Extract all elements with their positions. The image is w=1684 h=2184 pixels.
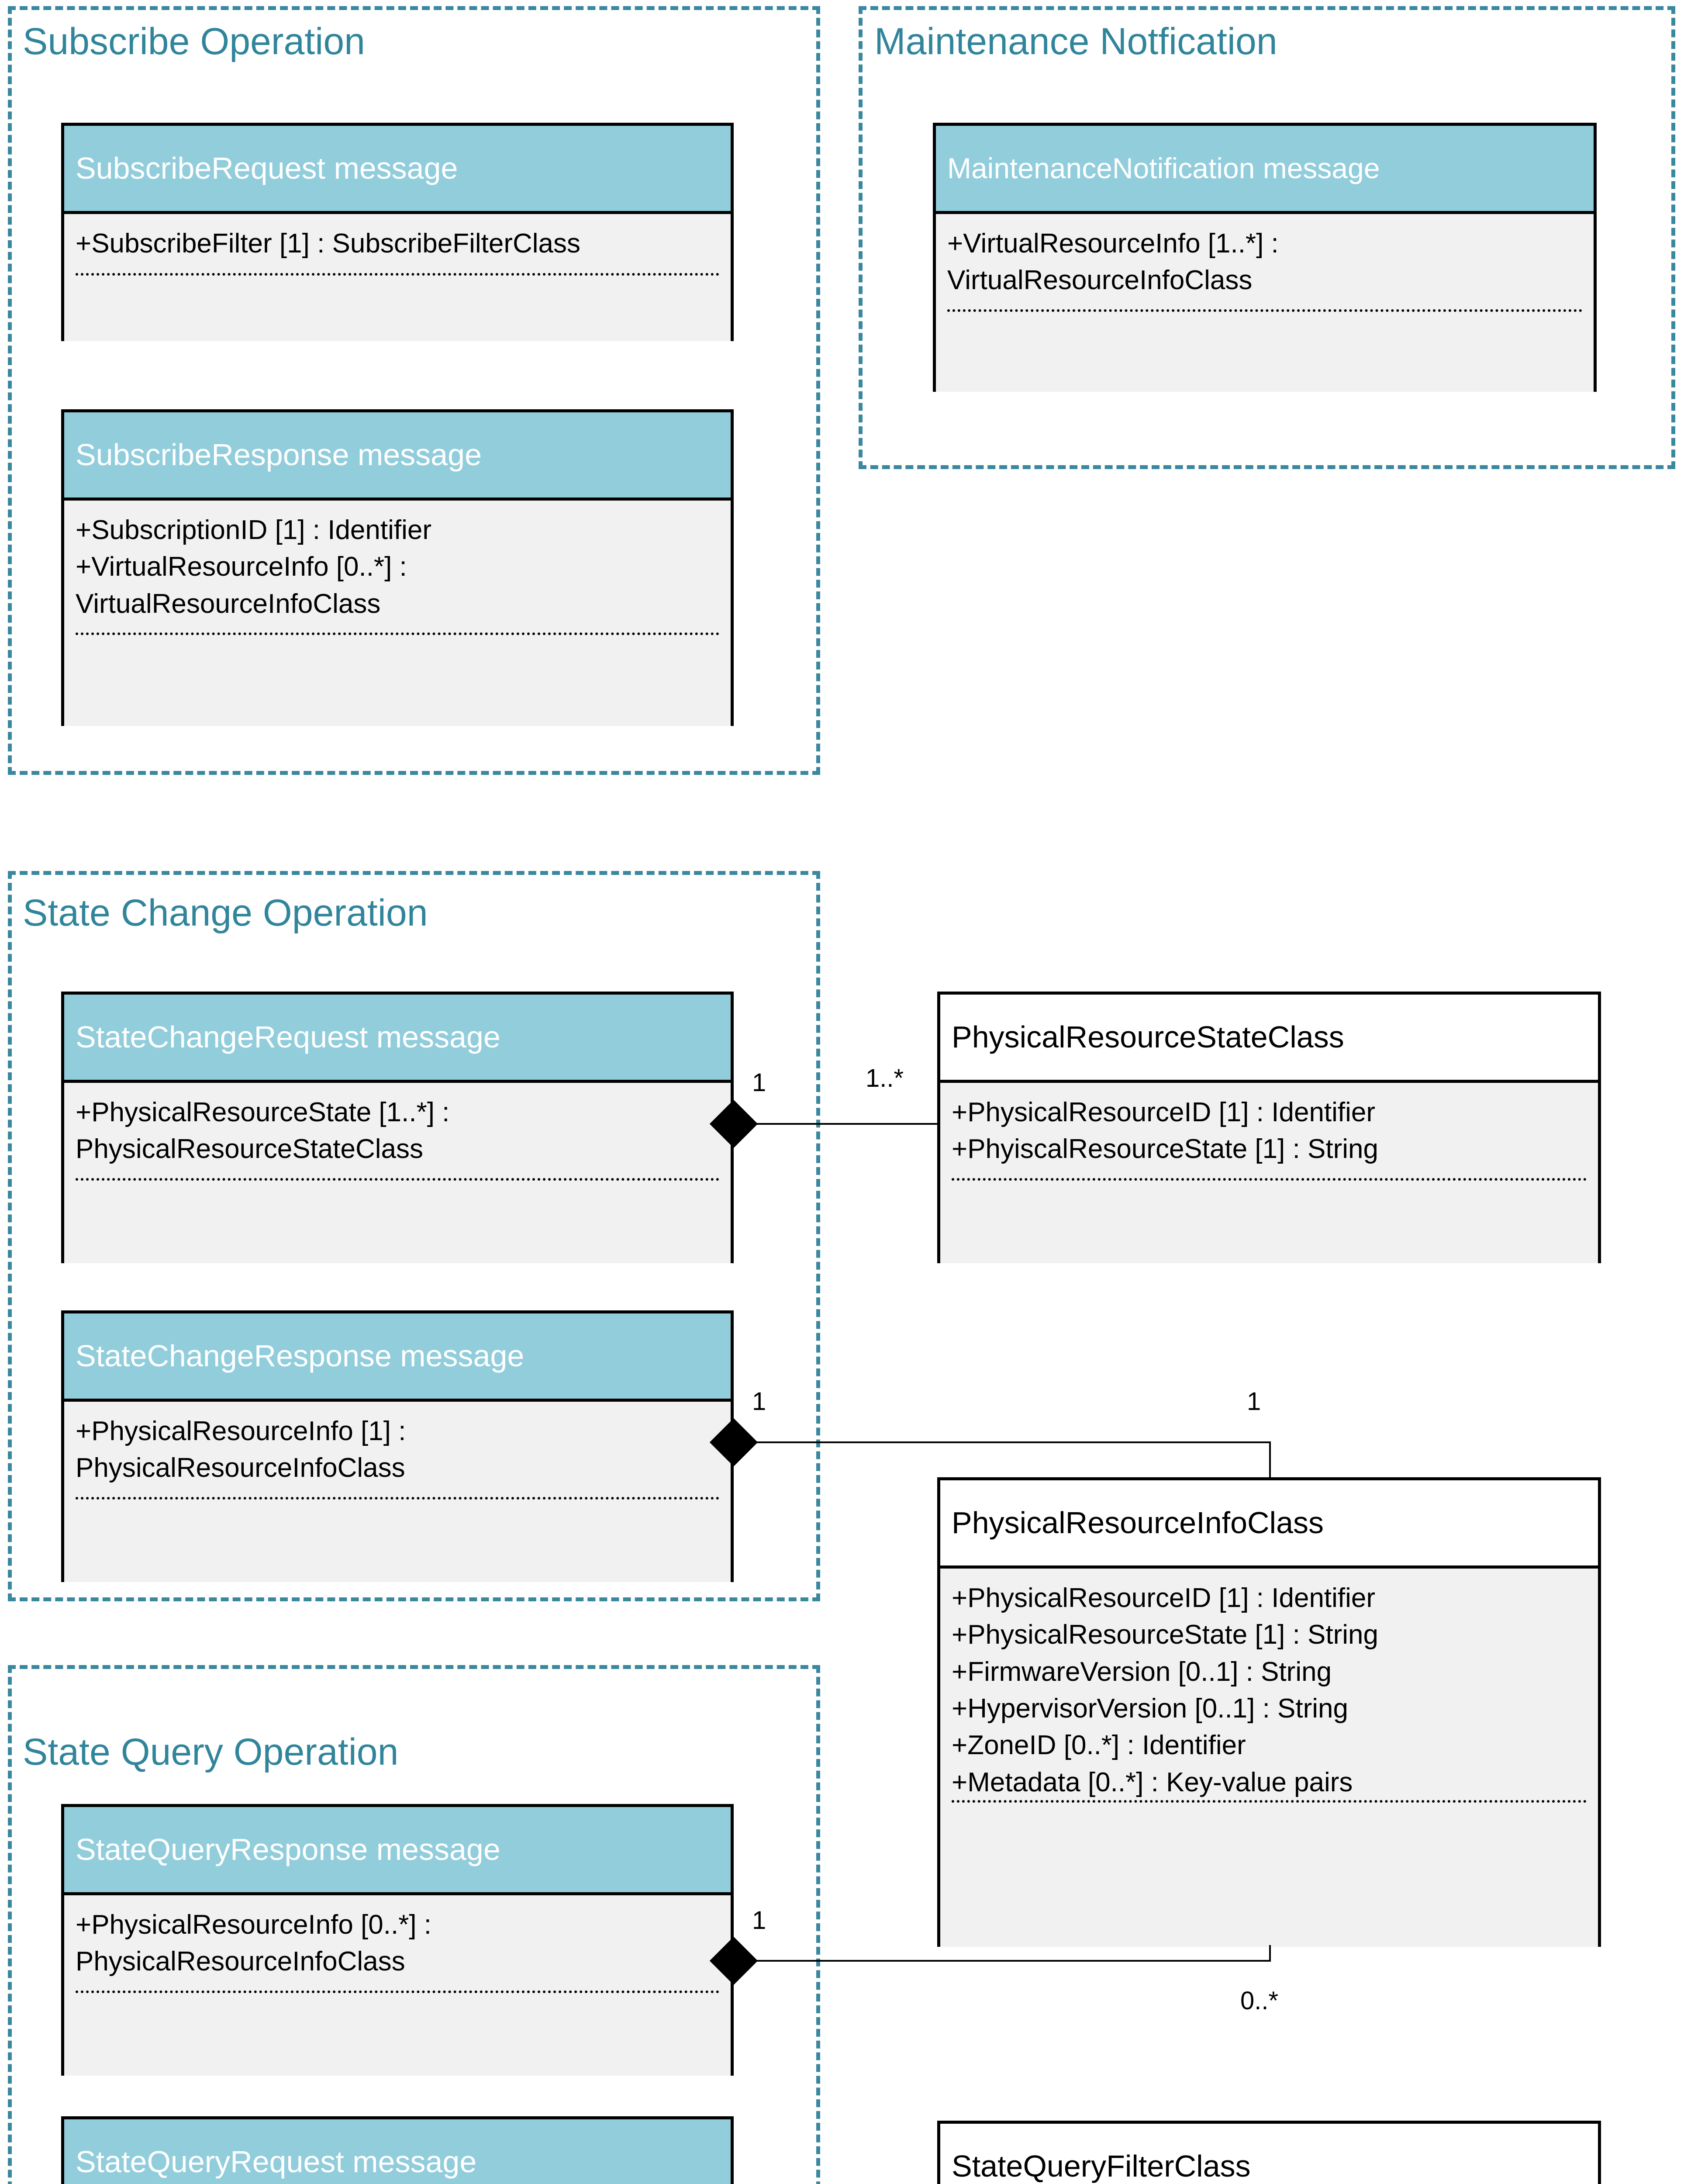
class-title-state-query-request: StateQueryRequest message xyxy=(76,2144,477,2179)
group-maintenance-notification xyxy=(859,6,1675,469)
class-header-subscribe-response: SubscribeResponse message xyxy=(64,412,731,501)
class-box-state-query-request[interactable]: StateQueryRequest message StateQueryFilt… xyxy=(61,2116,734,2184)
attribute-separator xyxy=(76,1497,719,1500)
attribute-row: +PhysicalResourceInfo [1] : PhysicalReso… xyxy=(76,1416,406,1483)
attribute-separator xyxy=(76,1990,719,1993)
class-attributes-state-change-request: +PhysicalResourceState [1..*] : Physical… xyxy=(64,1083,731,1263)
class-header-state-query-request: StateQueryRequest message xyxy=(64,2119,731,2184)
attribute-row: +Metadata [0..*] : Key-value pairs xyxy=(952,1767,1353,1797)
group-state-change-operation xyxy=(8,871,820,1601)
class-title-subscribe-response: SubscribeResponse message xyxy=(76,437,482,472)
class-title-state-change-request: StateChangeRequest message xyxy=(76,1019,500,1054)
class-box-state-query-response[interactable]: StateQueryResponse message +PhysicalReso… xyxy=(61,1804,734,2076)
attribute-separator xyxy=(76,632,719,635)
group-subscribe-operation xyxy=(8,6,820,775)
attribute-separator xyxy=(952,1178,1587,1181)
attribute-row: +PhysicalResourceID [1] : Identifier xyxy=(952,1097,1376,1127)
class-box-state-query-filter-class[interactable]: StateQueryFilterClass +PhysicalResourceI… xyxy=(937,2121,1601,2184)
association-line-state-change-response-v xyxy=(1269,1441,1271,1479)
attribute-row: +PhysicalResourceInfo [0..*] : PhysicalR… xyxy=(76,1910,432,1977)
class-title-physical-resource-info-class: PhysicalResourceInfoClass xyxy=(952,1505,1324,1540)
group-title-state-query-operation: State Query Operation xyxy=(23,1731,399,1773)
class-box-state-change-request[interactable]: StateChangeRequest message +PhysicalReso… xyxy=(61,992,734,1263)
class-attributes-state-query-response: +PhysicalResourceInfo [0..*] : PhysicalR… xyxy=(64,1895,731,2076)
group-title-maintenance-notification: Maintenance Notfication xyxy=(874,21,1277,62)
class-title-physical-resource-state-class: PhysicalResourceStateClass xyxy=(952,1019,1344,1054)
class-title-maintenance-notification: MaintenanceNotification message xyxy=(947,152,1380,184)
multiplicity-label-source: 1 xyxy=(752,1068,766,1097)
class-attributes-subscribe-request: +SubscribeFilter [1] : SubscribeFilterCl… xyxy=(64,214,731,341)
class-attributes-state-change-response: +PhysicalResourceInfo [1] : PhysicalReso… xyxy=(64,1402,731,1582)
attribute-row: +VirtualResourceInfo [1..*] : VirtualRes… xyxy=(947,228,1279,296)
class-header-state-query-filter-class: StateQueryFilterClass xyxy=(940,2124,1598,2184)
attribute-row: +FirmwareVersion [0..1] : String xyxy=(952,1656,1332,1687)
attribute-row: +VirtualResourceInfo [0..*] : VirtualRes… xyxy=(76,552,407,619)
class-attributes-physical-resource-state-class: +PhysicalResourceID [1] : Identifier +Ph… xyxy=(940,1083,1598,1263)
class-title-subscribe-request: SubscribeRequest message xyxy=(76,151,458,185)
class-title-state-query-filter-class: StateQueryFilterClass xyxy=(952,2149,1251,2183)
class-box-state-change-response[interactable]: StateChangeResponse message +PhysicalRes… xyxy=(61,1310,734,1582)
association-line-state-query-response-h xyxy=(750,1960,1271,1962)
class-header-state-query-response: StateQueryResponse message xyxy=(64,1807,731,1895)
class-header-physical-resource-info-class: PhysicalResourceInfoClass xyxy=(940,1480,1598,1569)
attribute-separator xyxy=(952,1800,1587,1803)
attribute-row: +PhysicalResourceState [1] : String xyxy=(952,1620,1378,1650)
multiplicity-label-target: 1..* xyxy=(866,1064,904,1092)
attribute-separator xyxy=(76,273,719,276)
class-box-subscribe-request[interactable]: SubscribeRequest message +SubscribeFilte… xyxy=(61,123,734,341)
attribute-row: +SubscribeFilter [1] : SubscribeFilterCl… xyxy=(76,228,581,259)
class-attributes-physical-resource-info-class: +PhysicalResourceID [1] : Identifier +Ph… xyxy=(940,1569,1598,1947)
class-title-state-change-response: StateChangeResponse message xyxy=(76,1338,525,1373)
attribute-row: +SubscriptionID [1] : Identifier xyxy=(76,515,432,545)
class-title-state-query-response: StateQueryResponse message xyxy=(76,1832,500,1866)
attribute-separator xyxy=(947,309,1582,312)
class-box-subscribe-response[interactable]: SubscribeResponse message +SubscriptionI… xyxy=(61,409,734,726)
class-box-physical-resource-info-class[interactable]: PhysicalResourceInfoClass +PhysicalResou… xyxy=(937,1477,1601,1947)
attribute-row: +PhysicalResourceID [1] : Identifier xyxy=(952,1583,1376,1613)
class-box-maintenance-notification[interactable]: MaintenanceNotification message +Virtual… xyxy=(933,123,1597,392)
attribute-row: +ZoneID [0..*] : Identifier xyxy=(952,1730,1246,1761)
multiplicity-label-target: 1 xyxy=(1247,1387,1261,1416)
multiplicity-label-target: 0..* xyxy=(1240,1987,1279,2015)
attribute-row: +PhysicalResourceState [1..*] : Physical… xyxy=(76,1097,450,1165)
class-box-physical-resource-state-class[interactable]: PhysicalResourceStateClass +PhysicalReso… xyxy=(937,992,1601,1263)
attribute-separator xyxy=(76,1178,719,1181)
association-line-state-change-response-h xyxy=(750,1441,1271,1443)
class-header-physical-resource-state-class: PhysicalResourceStateClass xyxy=(940,995,1598,1083)
group-title-subscribe-operation: Subscribe Operation xyxy=(23,21,365,62)
class-header-subscribe-request: SubscribeRequest message xyxy=(64,126,731,214)
multiplicity-label-source: 1 xyxy=(752,1387,766,1416)
attribute-row: +PhyiscalResourceState [1] : String xyxy=(952,1134,1378,1165)
class-header-state-change-response: StateChangeResponse message xyxy=(64,1313,731,1402)
group-title-state-change-operation: State Change Operation xyxy=(23,892,428,934)
multiplicity-label-source: 1 xyxy=(752,1906,766,1935)
class-attributes-maintenance-notification: +VirtualResourceInfo [1..*] : VirtualRes… xyxy=(936,214,1594,392)
class-header-state-change-request: StateChangeRequest message xyxy=(64,995,731,1083)
association-line-state-change-request-to-state-class xyxy=(750,1123,939,1125)
attribute-row: +HypervisorVersion [0..1] : String xyxy=(952,1693,1349,1724)
class-attributes-subscribe-response: +SubscriptionID [1] : Identifier +Virtua… xyxy=(64,501,731,726)
group-state-query-operation xyxy=(8,1665,820,2184)
association-line-state-query-response-v xyxy=(1269,1945,1271,1961)
class-header-maintenance-notification: MaintenanceNotification message xyxy=(936,126,1594,214)
